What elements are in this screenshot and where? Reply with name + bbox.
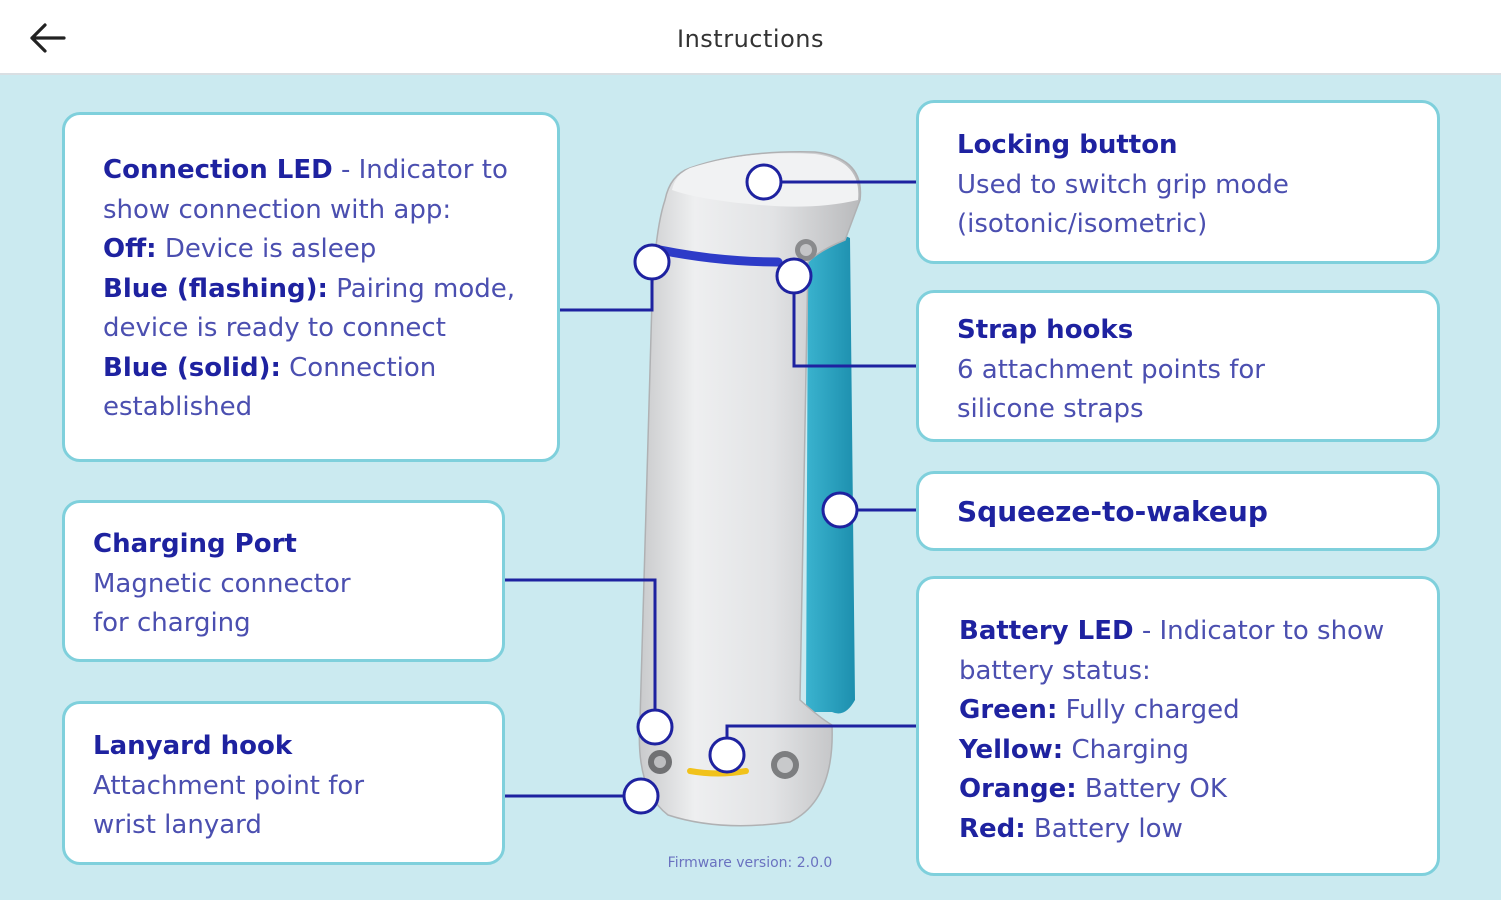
callout-text: - Indicator to xyxy=(332,155,508,185)
callout-dot-connection-led xyxy=(633,243,671,281)
callout-text: - Indicator to show xyxy=(1133,616,1385,646)
status-label: Red: xyxy=(959,813,1026,844)
callout-strap-hooks: Strap hooks 6 attachment points for sili… xyxy=(916,290,1440,442)
arrow-left-icon xyxy=(30,23,66,53)
callout-title: Locking button xyxy=(957,130,1178,160)
page-title: Instructions xyxy=(677,25,824,53)
status-label: Yellow: xyxy=(959,734,1064,765)
status-label: Orange: xyxy=(959,774,1077,804)
status-text: Pairing mode, xyxy=(327,273,516,304)
status-text: established xyxy=(103,392,253,422)
callout-text: for charging xyxy=(93,608,251,638)
status-text: Charging xyxy=(1063,734,1189,765)
callout-text: Magnetic connector xyxy=(93,568,351,599)
app-bar: Instructions xyxy=(0,0,1501,75)
status-text: Connection xyxy=(280,352,437,383)
callout-title: Strap hooks xyxy=(957,315,1134,345)
callout-dot-charging-port xyxy=(636,708,674,746)
status-line: Orange: Battery OK xyxy=(959,770,1437,810)
status-label: Blue (solid): xyxy=(103,352,281,383)
callout-heading-line: Connection LED - Indicator to xyxy=(103,151,557,191)
callout-lanyard-hook: Lanyard hook Attachment point for wrist … xyxy=(62,701,505,865)
callout-dot-battery-led xyxy=(708,736,746,774)
callout-text: 6 attachment points for xyxy=(957,354,1265,385)
callout-squeeze-to-wakeup: Squeeze-to-wakeup xyxy=(916,471,1440,551)
callout-charging-port: Charging Port Magnetic connector for cha… xyxy=(62,500,505,662)
battery-led-strip xyxy=(687,768,749,777)
status-label: Blue (flashing): xyxy=(103,273,328,304)
callout-dot-lanyard-hook xyxy=(622,777,660,815)
callout-title: Squeeze-to-wakeup xyxy=(957,495,1268,528)
status-text: Fully charged xyxy=(1057,695,1240,725)
firmware-version: Firmware version: 2.0.0 xyxy=(667,855,833,871)
status-line: Blue (flashing): Pairing mode, xyxy=(103,270,557,310)
callout-dot-locking-button xyxy=(745,163,783,201)
status-line: Yellow: Charging xyxy=(959,731,1437,771)
callout-text: wrist lanyard xyxy=(93,810,262,840)
status-text: Battery low xyxy=(1025,813,1183,844)
callout-text: Attachment point for xyxy=(93,770,365,801)
callout-title: Lanyard hook xyxy=(93,731,293,761)
callout-text: silicone straps xyxy=(957,394,1144,424)
device-strap xyxy=(806,235,855,714)
status-line: established xyxy=(103,388,557,428)
status-text: device is ready to connect xyxy=(103,313,446,343)
callout-title: Battery LED xyxy=(959,616,1134,646)
status-line: Green: Fully charged xyxy=(959,691,1437,731)
connector-charging-port xyxy=(505,578,657,727)
callout-dot-strap-hooks xyxy=(775,257,813,295)
callout-text: battery status: xyxy=(959,655,1151,686)
callout-text: (isotonic/isometric) xyxy=(957,209,1208,239)
strap-hook-knob xyxy=(800,244,812,256)
back-button[interactable] xyxy=(22,17,72,59)
callout-locking-button: Locking button Used to switch grip mode … xyxy=(916,100,1440,264)
callout-text: show connection with app: xyxy=(103,194,452,225)
callout-title: Connection LED xyxy=(103,155,333,185)
status-label: Off: xyxy=(103,234,157,264)
callout-heading-line: Battery LED - Indicator to show xyxy=(959,612,1437,652)
strap-hook-knob xyxy=(777,757,793,773)
status-line: Red: Battery low xyxy=(959,810,1437,850)
lanyard-hook-knob xyxy=(654,756,666,768)
callout-dot-squeeze xyxy=(821,491,859,529)
connector-strap-hooks xyxy=(792,276,918,368)
callout-connection-led: Connection LED - Indicator to show conne… xyxy=(62,112,560,462)
connection-led-ring xyxy=(655,245,783,267)
callout-title: Charging Port xyxy=(93,529,297,559)
status-text: Device is asleep xyxy=(156,234,377,264)
status-line: device is ready to connect xyxy=(103,309,557,349)
callout-battery-led: Battery LED - Indicator to show battery … xyxy=(916,576,1440,876)
callout-text: Used to switch grip mode xyxy=(957,169,1289,200)
status-text: Battery OK xyxy=(1076,774,1227,804)
status-line: Blue (solid): Connection xyxy=(103,349,557,389)
status-line: Off: Device is asleep xyxy=(103,230,557,270)
status-label: Green: xyxy=(959,695,1058,725)
